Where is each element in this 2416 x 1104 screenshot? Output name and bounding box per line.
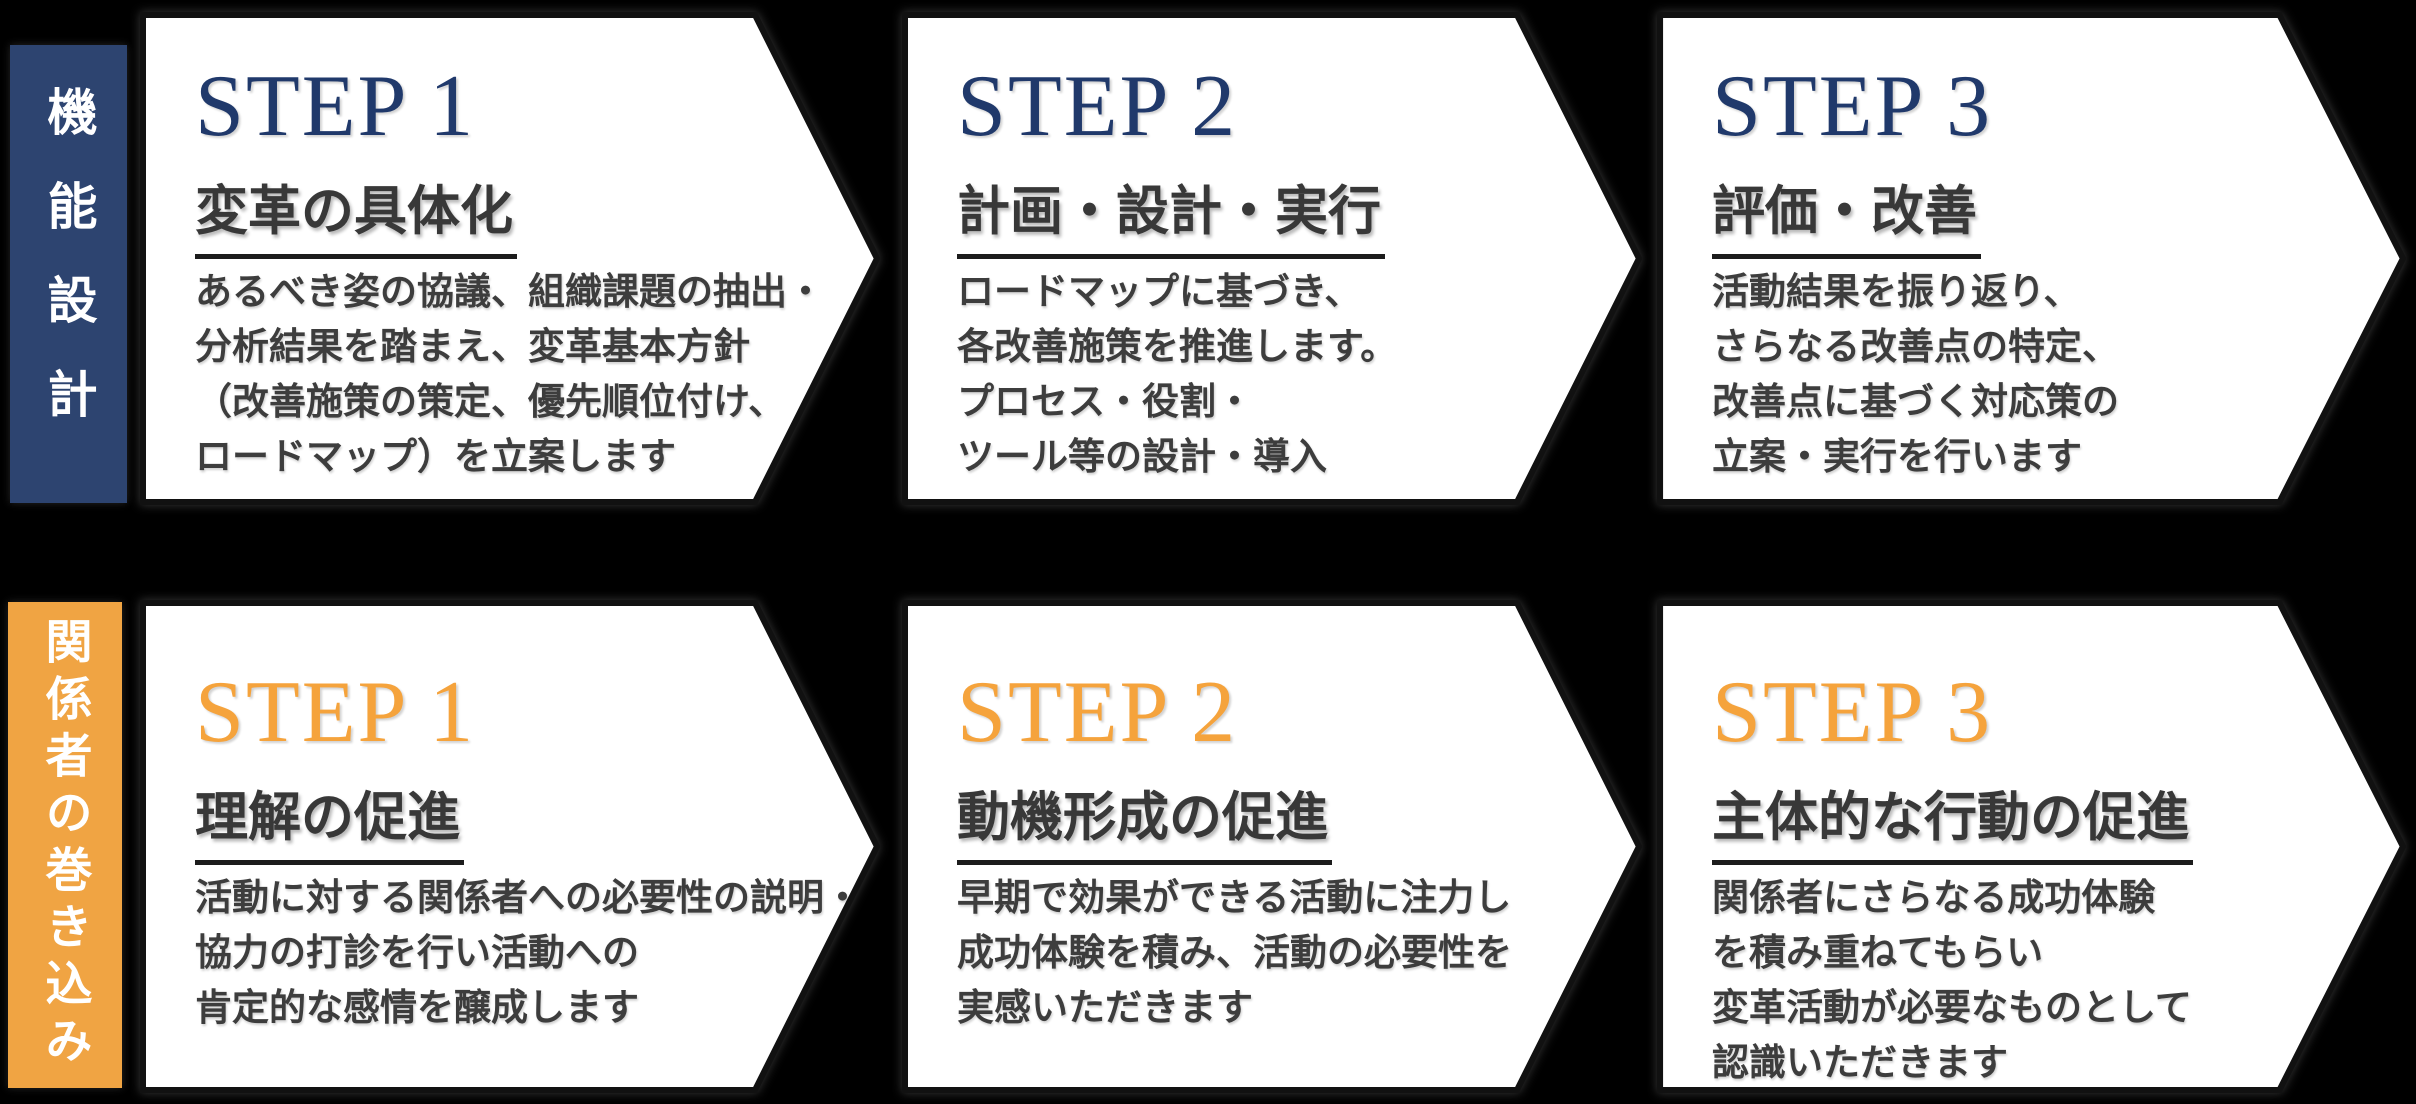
step-description-line: 変革活動が必要なものとして [1712, 987, 2192, 1028]
step-card: STEP 3 主体的な行動の促進 関係者にさらなる成功体験 を積み重ねてもらい … [1657, 600, 2406, 1093]
step-title: 計画・設計・実行 [957, 180, 1385, 259]
step-number-label: STEP 2 [957, 58, 1238, 155]
step-number-label: STEP 3 [1712, 58, 1993, 155]
step-description: ロードマップに基づき、 各改善施策を推進します。 プロセス・役割・ ツール等の設… [957, 264, 1397, 484]
step-description-line: 活動に対する関係者への必要性の説明・ [195, 877, 861, 918]
step-number-label: STEP 3 [1712, 664, 1993, 761]
step-description-line: 分析結果を踏まえ、変革基本方針 [195, 326, 750, 367]
vertical-label-stakeholder-engagement: 関係者の巻き込み [8, 602, 122, 1088]
step-card: STEP 2 動機形成の促進 早期で効果ができる活動に注力し 成功体験を積み、活… [902, 600, 1642, 1093]
step-description: 活動結果を振り返り、 さらなる改善点の特定、 改善点に基づく対応策の 立案・実行… [1712, 264, 2119, 484]
step-description-line: あるべき姿の協議、組織課題の抽出・ [195, 271, 824, 312]
step-description: あるべき姿の協議、組織課題の抽出・ 分析結果を踏まえ、変革基本方針 （改善施策の… [195, 264, 824, 484]
step-description-line: ロードマップに基づき、 [957, 271, 1362, 312]
step-description-line: ツール等の設計・導入 [957, 436, 1327, 477]
step-description-line: 関係者にさらなる成功体験 [1712, 877, 2156, 918]
vertical-label-function-design: 機能設計 [10, 45, 127, 503]
step-description-line: 改善点に基づく対応策の [1712, 381, 2119, 422]
arrow-chevron-shape [1657, 12, 2406, 505]
step-description: 早期で効果ができる活動に注力し 成功体験を積み、活動の必要性を 実感いただきます [957, 870, 1512, 1035]
vertical-label-text: 関係者の巻き込み [38, 617, 92, 1073]
step-title: 理解の促進 [195, 786, 464, 865]
step-number-label: STEP 1 [195, 58, 476, 155]
arrow-chevron-shape [1657, 600, 2406, 1093]
step-description-line: 早期で効果ができる活動に注力し [957, 877, 1512, 918]
step-title: 主体的な行動の促進 [1712, 786, 2193, 865]
step-description: 関係者にさらなる成功体験 を積み重ねてもらい 変革活動が必要なものとして 認識い… [1712, 870, 2192, 1090]
step-title: 変革の具体化 [195, 180, 517, 259]
step-title: 動機形成の促進 [957, 786, 1332, 865]
step-description-line: ロードマップ）を立案します [195, 436, 676, 477]
step-description-line: 成功体験を積み、活動の必要性を [957, 932, 1512, 973]
step-description-line: を積み重ねてもらい [1712, 932, 2044, 973]
step-card: STEP 1 変革の具体化 あるべき姿の協議、組織課題の抽出・ 分析結果を踏まえ… [140, 12, 880, 505]
vertical-label-text: 機能設計 [40, 86, 97, 462]
step-description-line: 協力の打診を行い活動への [195, 932, 639, 973]
step-description-line: 立案・実行を行います [1712, 436, 2082, 477]
arrow-chevron-shape [140, 600, 880, 1093]
step-number-label: STEP 2 [957, 664, 1238, 761]
arrow-chevron-shape [902, 600, 1642, 1093]
step-description-line: 肯定的な感情を醸成します [195, 987, 639, 1028]
step-description-line: さらなる改善点の特定、 [1712, 326, 2119, 367]
step-description-line: 認識いただきます [1712, 1042, 2008, 1083]
step-card: STEP 2 計画・設計・実行 ロードマップに基づき、 各改善施策を推進します。… [902, 12, 1642, 505]
step-description: 活動に対する関係者への必要性の説明・ 協力の打診を行い活動への 肯定的な感情を醸… [195, 870, 861, 1035]
step-card: STEP 3 評価・改善 活動結果を振り返り、 さらなる改善点の特定、 改善点に… [1657, 12, 2406, 505]
step-card: STEP 1 理解の促進 活動に対する関係者への必要性の説明・ 協力の打診を行い… [140, 600, 880, 1093]
step-description-line: 実感いただきます [957, 987, 1253, 1028]
step-description-line: プロセス・役割・ [957, 381, 1253, 422]
step-number-label: STEP 1 [195, 664, 476, 761]
step-description-line: 活動結果を振り返り、 [1712, 271, 2081, 312]
step-description-line: 各改善施策を推進します。 [957, 326, 1398, 367]
step-description-line: （改善施策の策定、優先順位付け、 [195, 381, 786, 422]
step-title: 評価・改善 [1712, 180, 1981, 259]
